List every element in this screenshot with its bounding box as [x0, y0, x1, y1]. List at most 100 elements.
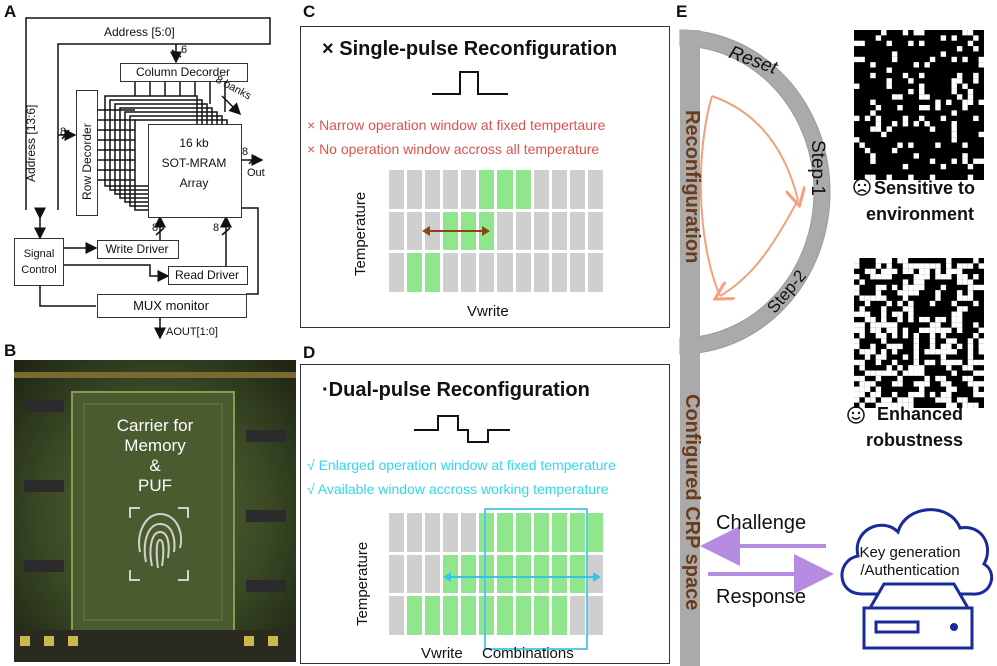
bus-width-8-rd: 8 [213, 222, 220, 234]
grid-cell [497, 554, 513, 594]
grid-cell [389, 170, 405, 209]
grid-cell [479, 170, 495, 209]
chip-caption-line2: Memory [124, 436, 186, 455]
mux-monitor-label: MUX monitor [133, 298, 209, 313]
grid-cell [389, 513, 405, 552]
panel-d-xlabel: Vwrite [421, 645, 463, 662]
grid-cell [587, 211, 603, 251]
grid-cell [551, 554, 567, 594]
panel-label-e: E [676, 2, 688, 21]
grid-cell [533, 211, 549, 251]
sot-mram-array [148, 124, 242, 218]
cloud-label-line1: Key generation [859, 544, 961, 561]
grid-cell [569, 170, 585, 209]
grid-cell [569, 554, 585, 594]
panel-c-xlabel: Vwrite [467, 303, 509, 320]
column-decoder-label: Column Decorder [135, 65, 231, 79]
grid-cell [407, 513, 423, 552]
dual-pulse-icon [414, 415, 510, 443]
reconfiguration-label: Reconfiguration [681, 110, 703, 264]
signal-control-line2: Control [21, 264, 57, 276]
panel-label-b: B [4, 341, 17, 360]
panel-d-bullet-1: √ Enlarged operation window at fixed tem… [307, 457, 616, 473]
array-label-line1: 16 kb [179, 136, 209, 150]
grid-cell [461, 253, 477, 292]
sad-face-icon [853, 178, 871, 196]
grid-cell [533, 253, 549, 292]
grid-cell [425, 170, 441, 209]
grid-cell [551, 170, 567, 209]
grid-cell [389, 211, 405, 251]
row-decoder [76, 90, 98, 216]
panel-d-xlabel-combinations: Combinations [482, 645, 574, 662]
puf-bitmap-robust [854, 258, 984, 408]
grid-cell [461, 596, 477, 635]
grid-cell [479, 253, 495, 292]
panel-c-bullet-2: × No operation window accross all temper… [307, 141, 600, 157]
read-driver [168, 266, 248, 285]
grid-cell [551, 253, 567, 292]
bus-width-8-wd: 8 [152, 222, 159, 234]
bus-width-8-left: 8 [60, 126, 67, 138]
grid-cell [515, 596, 531, 635]
grid-cell [569, 513, 585, 552]
chip-caption-line1: Carrier for [116, 416, 194, 435]
grid-cell [515, 170, 531, 209]
grid-cell [425, 554, 441, 594]
grid-cell [443, 513, 459, 552]
challenge-label: Challenge [716, 512, 807, 534]
out-label: Out [247, 167, 265, 179]
configured-crp-label: Configured CRP space [681, 394, 703, 611]
panel-label-d: D [303, 343, 316, 362]
write-driver-label: Write Driver [105, 242, 169, 256]
panel-c-window-arrow [422, 226, 490, 236]
grid-cell [569, 211, 585, 251]
grid-cell [515, 211, 531, 251]
chip-photo-structure [14, 372, 296, 662]
grid-cell [497, 253, 513, 292]
chip-caption-line4: PUF [138, 476, 172, 495]
panel-c-title: × Single-pulse Reconfiguration [322, 38, 618, 60]
sensitive-label-line1: Sensitive to [874, 178, 976, 198]
grid-cell [389, 253, 405, 292]
puf-bitmap-sensitive [854, 30, 984, 180]
grid-cell [551, 211, 567, 251]
grid-cell [389, 554, 405, 594]
column-decoder [120, 63, 248, 82]
enhanced-label-line1: Enhanced [877, 404, 964, 424]
grid-cell [569, 253, 585, 292]
grid-cell [389, 596, 405, 635]
grid-cell [407, 596, 423, 635]
grid-cell [587, 253, 603, 292]
mux-monitor [97, 294, 247, 318]
grid-cell [407, 253, 423, 292]
cloud-label-line2: /Authentication [860, 562, 960, 579]
grid-cell [515, 253, 531, 292]
grid-cell [443, 596, 459, 635]
grid-cell [407, 170, 423, 209]
aout-label: AOUT[1:0] [166, 326, 218, 338]
grid-cell [533, 554, 549, 594]
address-top-label: Address [5:0] [104, 25, 175, 39]
chip-photo [14, 360, 296, 662]
read-driver-label: Read Driver [174, 268, 240, 282]
grid-cell [533, 596, 549, 635]
grid-cell [479, 596, 495, 635]
grid-cell [533, 513, 549, 552]
bus-width-8-out: 8 [242, 146, 249, 158]
grid-cell [515, 554, 531, 594]
smile-face-icon [847, 406, 865, 424]
grid-cell [515, 513, 531, 552]
grid-cell [461, 513, 477, 552]
signal-control-line1: Signal [23, 248, 55, 260]
array-label-line3: Array [179, 176, 209, 190]
panel-d-title: ·Dual-pulse Reconfiguration [322, 379, 590, 401]
grid-cell [497, 596, 513, 635]
grid-cell [407, 554, 423, 594]
chip-caption-line3: & [149, 456, 161, 475]
panel-d-window-arrow [443, 572, 601, 582]
panel-d-window-grid [389, 513, 603, 635]
grid-cell [443, 170, 459, 209]
row-decoder-label: Row Decorder [80, 123, 94, 200]
